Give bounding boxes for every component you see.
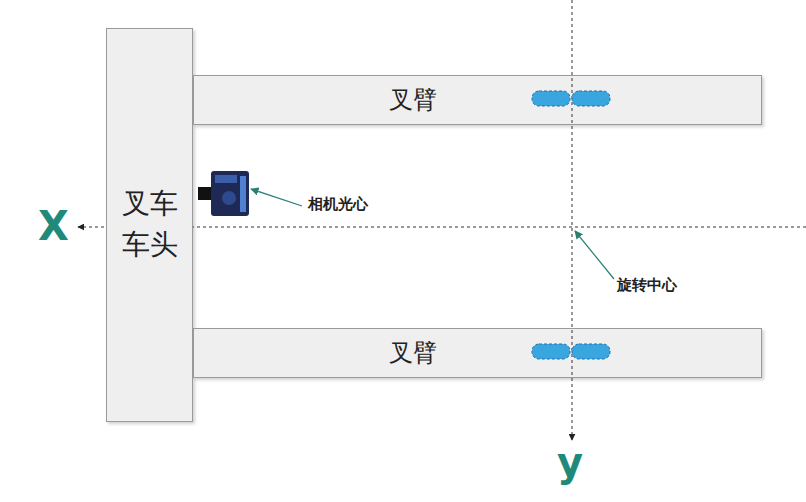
camera-icon: [198, 171, 249, 216]
leader-line: [575, 231, 614, 279]
y-axis: [572, 0, 573, 440]
axis-label: X: [38, 204, 69, 248]
node-label: 叉车 车头: [120, 184, 180, 265]
leader-line: [251, 189, 302, 206]
axis-label: y: [557, 440, 583, 484]
node-label: 叉臂: [389, 83, 437, 118]
callout-label: 旋转中心: [617, 277, 677, 294]
truck-head: 叉车 车头: [106, 28, 193, 422]
fork-arm: 叉臂: [193, 75, 762, 125]
node-label: 叉臂: [389, 336, 437, 371]
callout-label: 相机光心: [308, 196, 368, 213]
fork-arm: 叉臂: [193, 328, 762, 378]
sensor-pads: [532, 91, 610, 359]
